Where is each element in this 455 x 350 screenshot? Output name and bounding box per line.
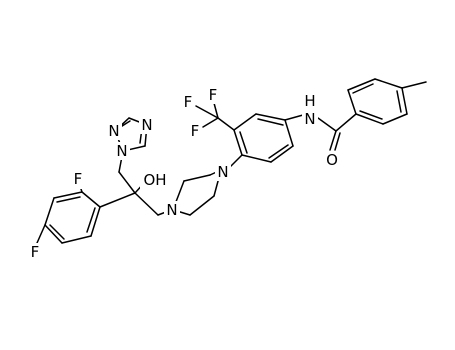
atom-f-ortho: F xyxy=(74,170,83,188)
bond-cf3-f-top-right xyxy=(213,102,219,119)
bond-pip-c2-c3 xyxy=(183,174,211,182)
bond-pip-to-aryl xyxy=(229,154,243,168)
bond-layer xyxy=(36,78,427,244)
atom-cf3-f-top-right: F xyxy=(209,86,218,104)
bond-ring3-c1-c2 xyxy=(347,89,357,115)
bond-pip-c5-c6 xyxy=(189,195,215,216)
bond-aryl-c3-c4 xyxy=(44,197,55,226)
bond-aryl-c4-c5 xyxy=(44,224,63,244)
bond-cf3-f-left xyxy=(202,117,219,128)
atom-n-piperazine-4: N xyxy=(217,163,228,181)
atom-n-triazole-2: N xyxy=(108,122,119,140)
bond-ring2-c1-c2-double xyxy=(239,131,248,154)
bond-aryl-f-para xyxy=(36,224,46,244)
bond-ring3-c5-c6 xyxy=(382,113,408,125)
bond-ch2-cq xyxy=(118,171,136,194)
bond-ring3-c4-c5 xyxy=(401,87,408,115)
bond-ring2-c3-c4-double xyxy=(257,118,284,126)
atom-f-para: F xyxy=(31,243,40,261)
bond-ring3-c6-c1 xyxy=(355,113,384,125)
atom-cf3-f-left: F xyxy=(191,122,200,140)
atom-amide-n: N xyxy=(304,110,315,128)
bond-aryl-c2-c3 xyxy=(53,191,83,199)
bond-ring2-nh xyxy=(284,114,304,121)
bond-cq-aryl xyxy=(99,192,136,208)
atom-carbonyl-o: O xyxy=(326,151,338,169)
bond-cf3-f-top-left xyxy=(195,105,219,119)
bond-aryl-c4-c5-double xyxy=(49,224,65,240)
bond-ring2-c4-c5 xyxy=(284,119,294,147)
atom-n-triazole-4: N xyxy=(141,116,152,134)
bond-ring3-c2-c3 xyxy=(347,78,376,91)
bond-ring2-c5-c6 xyxy=(270,145,294,163)
bond-nh-carbonyl xyxy=(317,117,337,132)
bond-ring3-c4-c5-double xyxy=(396,90,402,113)
atom-n-triazole-1: N xyxy=(116,142,127,160)
bond-ring3-methyl xyxy=(401,81,427,89)
bond-aryl-c6-c1-double xyxy=(86,207,96,233)
atom-n-piperazine-1: N xyxy=(166,201,177,219)
atom-cf3-f-top-left: F xyxy=(184,93,193,111)
bond-carbonyl-ring3 xyxy=(335,113,357,132)
bond-ring2-c3-c4 xyxy=(255,113,286,121)
bond-ring2-c1-c2 xyxy=(233,129,243,156)
bond-ring3-c3-c4 xyxy=(374,78,403,89)
bond-ring2-cf3 xyxy=(217,117,235,131)
atom-hydroxyl: OH xyxy=(143,171,166,189)
bond-ring3-c6-c1-double xyxy=(359,110,383,120)
atom-amide-h: H xyxy=(304,92,315,110)
bond-ring2-c5-c6-double xyxy=(268,144,289,159)
bond-ring3-c2-c3-double xyxy=(352,83,374,94)
bond-aryl-c5-c6 xyxy=(61,235,92,244)
bond-carbonyl-o xyxy=(329,130,337,151)
bond-cq-ch2b xyxy=(134,192,159,216)
bond-aryl-c1-c2 xyxy=(81,191,101,208)
bond-ring2-c6-c1 xyxy=(241,154,272,163)
bond-aryl-c6-c1 xyxy=(90,206,101,237)
bond-ring2-c2-c3 xyxy=(233,113,257,131)
bond-carbonyl-o-double xyxy=(334,132,341,151)
atom-label-layer: N N N F F OH N N F F F N H O xyxy=(28,86,340,261)
bond-aryl-c2-c3-double xyxy=(56,196,81,203)
